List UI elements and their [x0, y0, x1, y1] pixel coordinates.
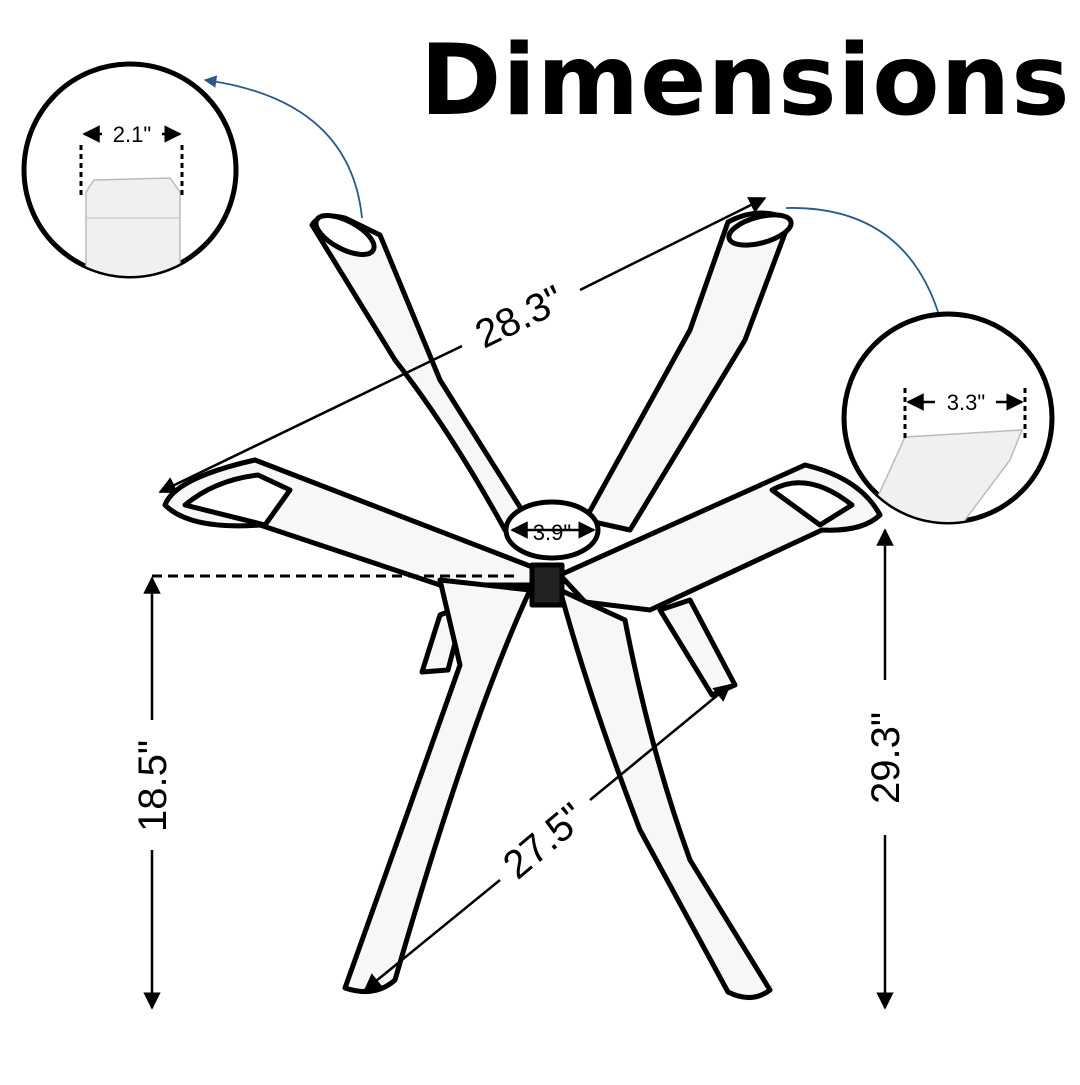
foot-pad-width-label: 3.3" [947, 390, 985, 415]
leg-top-width-label: 2.1" [113, 122, 151, 147]
top-span-line-a [158, 344, 463, 494]
top-span-line-b [579, 196, 767, 292]
leg-top-detail-circle [21, 61, 239, 279]
left-height-label: 18.5" [131, 740, 175, 832]
upper-left-leg [309, 213, 528, 533]
front-left-leg [342, 577, 533, 995]
center-width-label: 3.9" [533, 520, 571, 545]
foot-pad-detail-circle [841, 311, 1055, 525]
front-right-leg [557, 587, 773, 1000]
page-title: Dimensions [420, 24, 1071, 138]
bottom-span-line-b [589, 683, 732, 801]
table-base-illustration [162, 210, 883, 1000]
callout-arrow-left [203, 75, 363, 219]
upper-right-leg [582, 210, 793, 533]
back-right-leg [657, 597, 738, 698]
right-height-label: 29.3" [864, 712, 908, 804]
dimension-lines [143, 196, 894, 1010]
callout-arrow-right [785, 207, 950, 344]
center-hub [529, 562, 565, 608]
bottom-span-line-a [363, 879, 501, 992]
top-span-label: 28.3" [469, 277, 571, 357]
bottom-span-label: 27.5" [495, 795, 594, 888]
